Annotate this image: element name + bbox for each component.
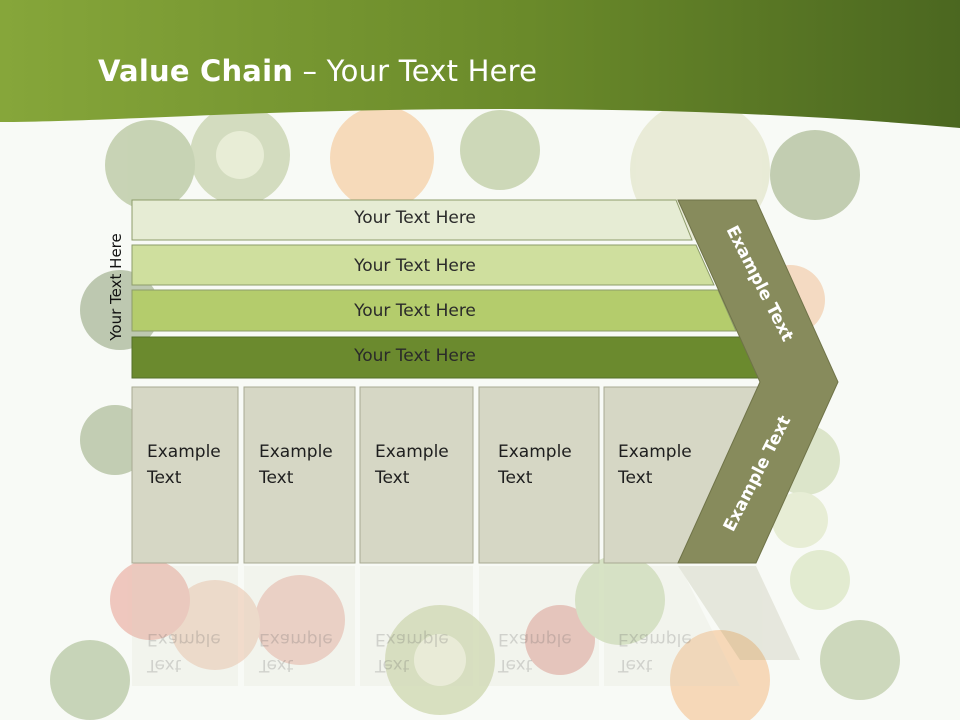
column-4-line2: Text [498, 468, 533, 488]
support-bar-2[interactable] [131, 244, 715, 286]
primary-column-1[interactable] [131, 386, 239, 564]
support-bar-1-label: Your Text Here [354, 208, 476, 228]
reflection-text-2-line1: Example [259, 629, 333, 649]
column-2-line1: Example [259, 442, 333, 462]
reflection-text-4: Text Example [498, 626, 608, 678]
support-bar-4-label: Your Text Here [354, 346, 476, 366]
primary-column-2-label: Example Text [259, 439, 369, 491]
support-bar-2-label: Your Text Here [354, 256, 476, 276]
reflection-text-5-line2: Text [618, 655, 653, 675]
margin-chevron[interactable] [677, 199, 839, 564]
column-3-line2: Text [375, 468, 410, 488]
reflection [132, 566, 800, 686]
reflection-text-2: Text Example [259, 626, 369, 678]
slide-title: Value Chain – Your Text Here [98, 54, 537, 88]
reflection-text-5-line1: Example [618, 629, 692, 649]
support-bar-3-label: Your Text Here [354, 301, 476, 321]
primary-column-3-label: Example Text [375, 439, 485, 491]
primary-column-5-label: Example Text [618, 439, 728, 491]
primary-column-4-label: Example Text [498, 439, 608, 491]
reflection-text-1: Text Example [147, 626, 257, 678]
title-rest: – Your Text Here [293, 54, 538, 88]
reflection-text-5: Text Example [618, 626, 728, 678]
column-5-line1: Example [618, 442, 692, 462]
reflection-text-3-line2: Text [375, 655, 410, 675]
primary-column-1-label: Example Text [147, 439, 257, 491]
reflection-text-4-line2: Text [498, 655, 533, 675]
reflection-text-3: Text Example [375, 626, 485, 678]
support-bar-3[interactable] [131, 289, 737, 332]
column-2-line2: Text [259, 468, 294, 488]
column-5-line2: Text [618, 468, 653, 488]
reflection-text-2-line2: Text [259, 655, 294, 675]
column-3-line1: Example [375, 442, 449, 462]
primary-column-3[interactable] [359, 386, 474, 564]
primary-column-4[interactable] [478, 386, 600, 564]
column-4-line1: Example [498, 442, 572, 462]
reflection-text-1-line2: Text [147, 655, 182, 675]
primary-column-2[interactable] [243, 386, 356, 564]
reflection-text-4-line1: Example [498, 629, 572, 649]
support-bar-1[interactable] [131, 199, 693, 241]
column-1-line2: Text [147, 468, 182, 488]
column-1-line1: Example [147, 442, 221, 462]
reflection-text-1-line1: Example [147, 629, 221, 649]
header-band [0, 0, 960, 128]
vertical-label-text: Your Text Here [107, 233, 125, 341]
reflection-text-3-line1: Example [375, 629, 449, 649]
title-bold: Value Chain [98, 54, 294, 88]
